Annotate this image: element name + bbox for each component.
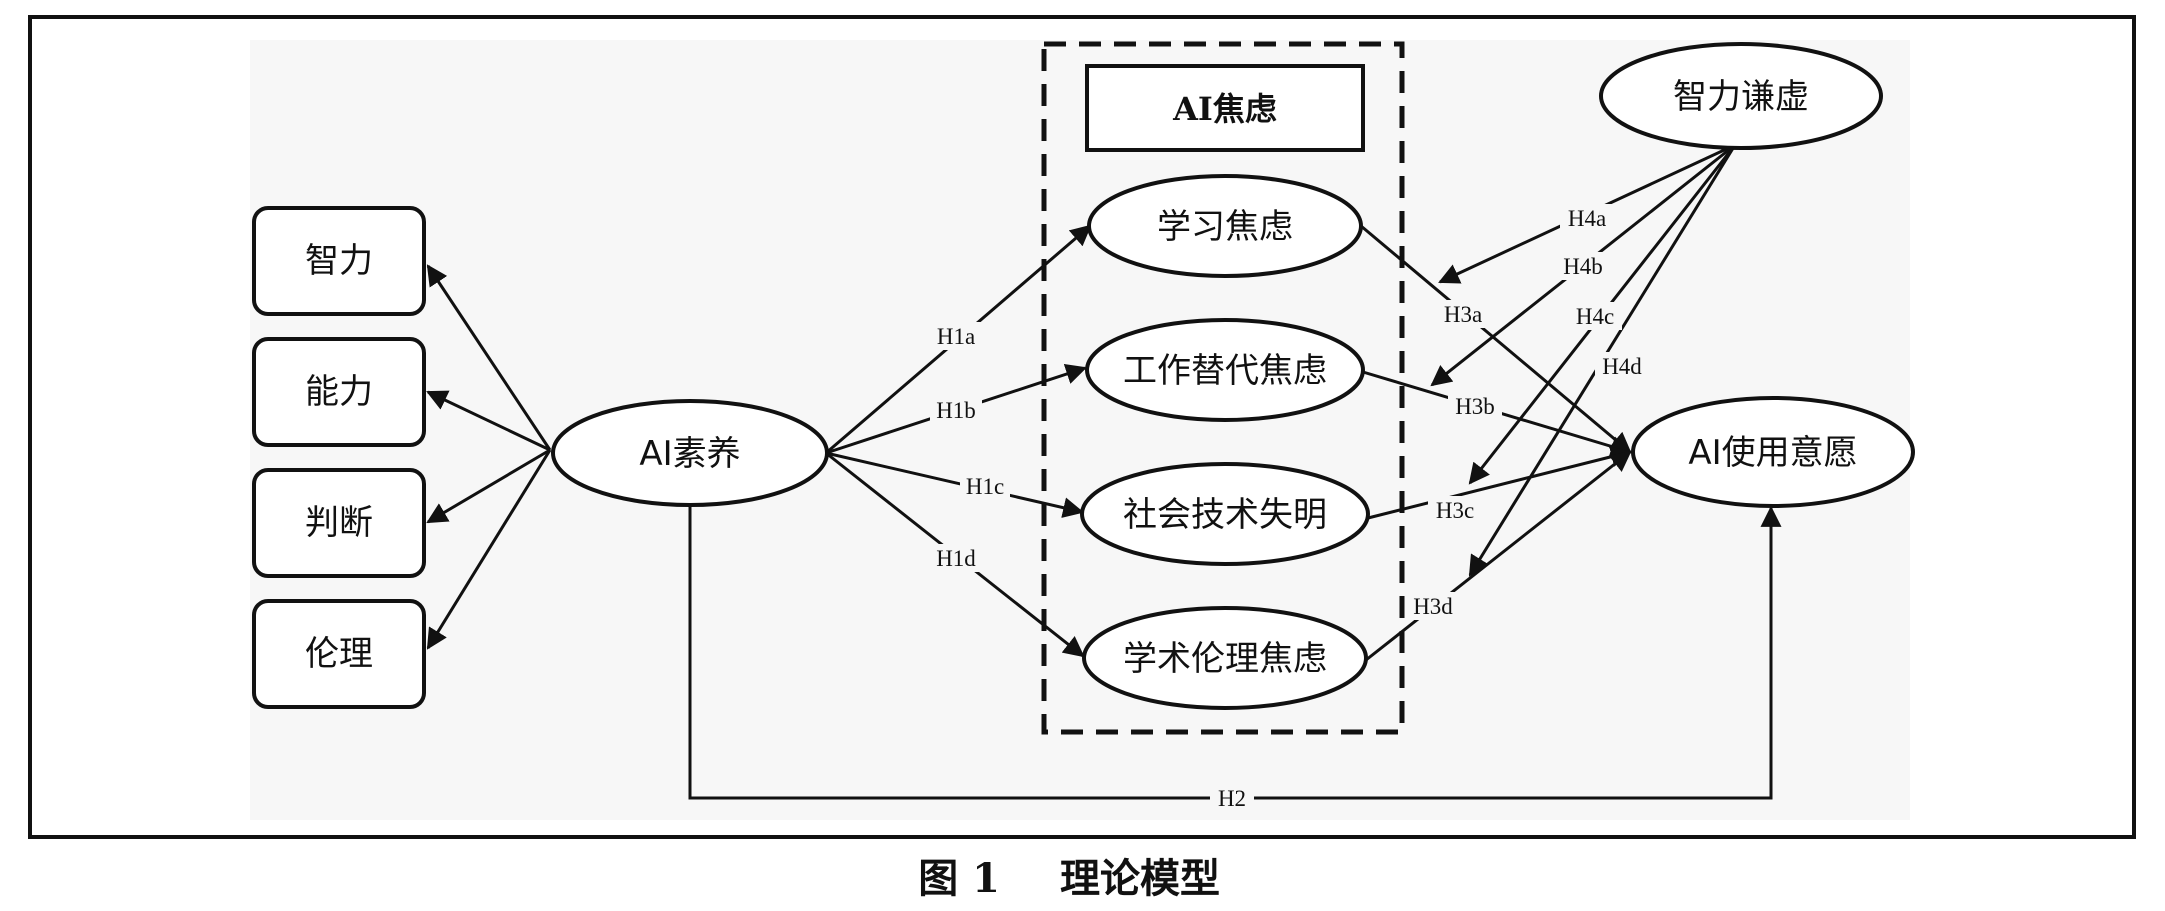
- edge-h3c: [1367, 446, 1633, 520]
- label-h4b: H4b: [1563, 254, 1603, 279]
- node-academic-ethics-anxiety-label: 学术伦理焦虑: [1123, 639, 1327, 679]
- caption-title: 理论模型: [1060, 855, 1220, 902]
- node-ethics-label: 伦理: [305, 634, 373, 674]
- node-sociotechnical-blindness: 社会技术失明: [1080, 462, 1370, 566]
- node-intellectual-humility: 智力谦虚: [1599, 42, 1883, 150]
- label-h3d: H3d: [1413, 594, 1453, 619]
- label-h2: H2: [1218, 786, 1246, 811]
- edge-literacy-to-ethics: [426, 449, 552, 650]
- nodes: 智力 能力 判断 伦理 AI素养 AI焦虑 学习焦虑: [252, 42, 1915, 710]
- label-h3c: H3c: [1436, 498, 1474, 523]
- label-h1b: H1b: [936, 398, 976, 423]
- label-h3b: H3b: [1455, 394, 1495, 419]
- node-learning-anxiety-label: 学习焦虑: [1157, 207, 1293, 247]
- label-h4c: H4c: [1576, 304, 1614, 329]
- node-academic-ethics-anxiety: 学术伦理焦虑: [1082, 606, 1368, 710]
- node-job-replacement-anxiety-label: 工作替代焦虑: [1123, 351, 1327, 391]
- node-judgment-label: 判断: [305, 503, 373, 543]
- edge-literacy-to-ability: [426, 390, 551, 452]
- node-ai-literacy-label: AI素养: [639, 434, 740, 474]
- label-h1d: H1d: [936, 546, 976, 571]
- node-job-replacement-anxiety: 工作替代焦虑: [1085, 318, 1365, 422]
- node-ethics: 伦理: [252, 599, 426, 709]
- node-ai-use-intention-label: AI使用意愿: [1688, 433, 1857, 473]
- edge-h3a: [1360, 224, 1632, 454]
- label-h1c: H1c: [966, 474, 1004, 499]
- label-h4d: H4d: [1602, 354, 1642, 379]
- node-ai-use-intention: AI使用意愿: [1631, 396, 1915, 508]
- node-ability: 能力: [252, 337, 426, 447]
- edge-labels: H1a H1b H1c H1d H3a H3b H3c H3d H4a H4b …: [930, 204, 1649, 812]
- edge-h3d: [1365, 450, 1632, 662]
- edge-h1c: [825, 451, 1085, 518]
- node-intelligence-label: 智力: [305, 241, 373, 281]
- node-ability-label: 能力: [305, 372, 373, 412]
- node-ai-anxiety-header: AI焦虑: [1085, 64, 1365, 152]
- node-learning-anxiety: 学习焦虑: [1087, 174, 1363, 278]
- label-h4a: H4a: [1568, 206, 1606, 231]
- caption-figure-number: 图 1: [918, 855, 1000, 902]
- ai-anxiety-dashed-group: [1041, 41, 1405, 735]
- label-h1a: H1a: [937, 324, 975, 349]
- edge-literacy-to-intelligence: [426, 264, 552, 451]
- figure-caption: 图 1 理论模型: [918, 855, 1220, 902]
- node-ai-anxiety-label: AI焦虑: [1172, 90, 1277, 128]
- node-ai-literacy: AI素养: [551, 399, 829, 507]
- node-intellectual-humility-label: 智力谦虚: [1673, 77, 1809, 117]
- label-h3a: H3a: [1444, 302, 1482, 327]
- diagram-background: [250, 40, 1910, 820]
- node-sociotechnical-blindness-label: 社会技术失明: [1123, 495, 1327, 535]
- node-intelligence: 智力: [252, 206, 426, 316]
- edge-literacy-to-judgment: [426, 448, 551, 524]
- node-judgment: 判断: [252, 468, 426, 578]
